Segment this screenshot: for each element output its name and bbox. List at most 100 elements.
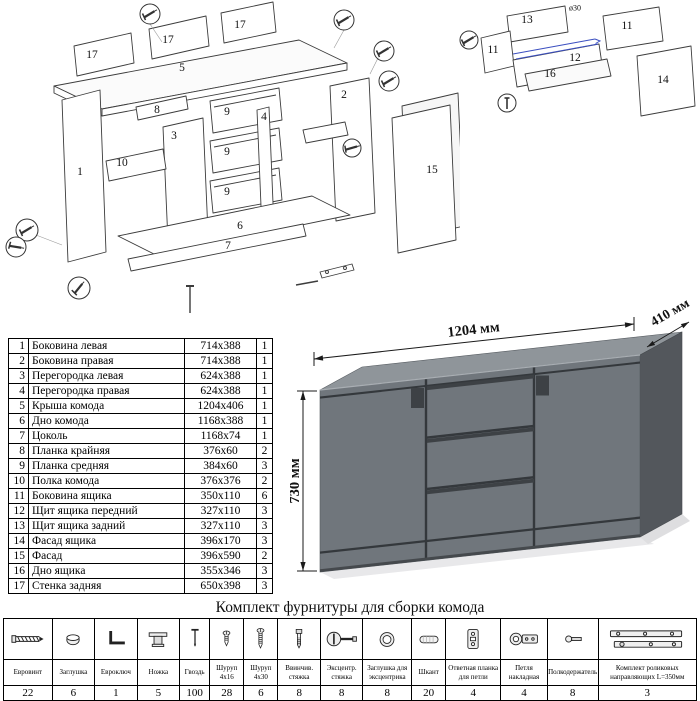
hardware-item-name: Шуруп 4x30 xyxy=(244,659,278,685)
plug-cap-icon xyxy=(53,619,94,659)
hardware-item-name: Комплект роликовых направляющих L=350мм xyxy=(598,659,696,685)
part-size: 350x110 xyxy=(184,488,257,504)
part-qty: 1 xyxy=(256,398,273,414)
exploded-parts xyxy=(53,1,465,313)
part-number: 13 xyxy=(8,518,29,534)
hardware-item-name: Ответная планка для петли xyxy=(446,659,501,685)
dresser-render-svg: 1204 мм 410 мм 730 мм xyxy=(287,295,692,579)
nail-icon xyxy=(180,619,209,659)
part-small-shelf xyxy=(302,121,349,144)
part-size: 355x346 xyxy=(184,563,257,579)
part-size: 624x388 xyxy=(184,383,257,399)
hardware-item-name: Ножка xyxy=(137,659,180,685)
part-size: 396x170 xyxy=(184,533,257,549)
part-number: 10 xyxy=(8,473,29,489)
main-exploded-view-svg xyxy=(5,1,465,313)
euro-screw-icon xyxy=(4,619,52,659)
part-name: Перегородка правая xyxy=(28,383,185,399)
hardware-item-qty: 100 xyxy=(180,685,210,700)
detail-fastener-bubbles xyxy=(459,30,517,113)
part-name: Щит ящика задний xyxy=(28,518,185,534)
hardware-item-qty: 28 xyxy=(210,685,244,700)
part-bottom-6 xyxy=(117,195,351,256)
hardware-item-name: Евроключ xyxy=(95,659,137,685)
part-name: Фасад ящика xyxy=(28,533,185,549)
part-qty: 3 xyxy=(256,518,273,534)
hardware-item-qty: 6 xyxy=(244,685,278,700)
hardware-item-qty: 8 xyxy=(278,685,320,700)
part-shelf-10 xyxy=(105,148,167,182)
part-number: 2 xyxy=(8,353,29,369)
part-qty: 3 xyxy=(256,578,273,594)
part-number: 8 xyxy=(8,443,29,459)
part-size: 376x376 xyxy=(184,473,257,489)
screw-4x16-icon xyxy=(210,619,243,659)
part-number: 7 xyxy=(8,428,29,444)
dimension-lines xyxy=(297,317,690,572)
part-drawer-9 xyxy=(209,87,283,134)
part-drawer-side-11 xyxy=(480,30,515,74)
screw-in-dowel-icon xyxy=(278,619,319,659)
plinth-shadow xyxy=(320,534,640,572)
eccentric-cam-icon xyxy=(321,619,362,659)
part-fasad-15 xyxy=(391,104,457,254)
part-name: Боковина правая xyxy=(28,353,185,369)
hardware-item-name: Ввинчив. стяжка xyxy=(278,659,320,685)
part-name: Крыша комода xyxy=(28,398,185,414)
part-back-panel-17 xyxy=(220,1,277,44)
dimension-arrows xyxy=(300,322,689,571)
part-mounting-bracket xyxy=(319,263,355,279)
part-plank-8 xyxy=(135,95,189,121)
part-qty: 1 xyxy=(256,413,273,429)
drawer-parts xyxy=(480,5,696,117)
part-name: Цоколь xyxy=(28,428,185,444)
product-dimensions-view: 1204 мм 410 мм 730 мм xyxy=(287,295,700,600)
part-number: 5 xyxy=(8,398,29,414)
part-size: 396x590 xyxy=(184,548,257,564)
part-number: 16 xyxy=(8,563,29,579)
part-qty: 2 xyxy=(256,443,273,459)
fastener-callout-bubbles xyxy=(5,3,400,300)
part-back-panel-17 xyxy=(148,15,210,60)
part-size: 714x388 xyxy=(184,338,257,354)
part-name: Планка крайняя xyxy=(28,443,185,459)
dim-height-label: 730 мм xyxy=(290,458,303,503)
part-size: 650x398 xyxy=(184,578,257,594)
hardware-kit-title: Комплект фурнитуры для сборки комода xyxy=(215,599,485,616)
part-size: 327x110 xyxy=(184,518,257,534)
hardware-item-name: Эксцентр. стяжка xyxy=(320,659,363,685)
part-qty: 1 xyxy=(256,383,273,399)
part-number: 14 xyxy=(8,533,29,549)
hardware-item-qty: 8 xyxy=(363,685,412,700)
drawer-guide-lines xyxy=(512,38,602,60)
hex-key-icon xyxy=(95,619,136,659)
part-name: Дно ящика xyxy=(28,563,185,579)
hardware-item-qty: 1 xyxy=(95,685,137,700)
part-qty: 3 xyxy=(256,503,273,519)
leader-lines xyxy=(35,23,379,246)
part-name: Боковина ящика xyxy=(28,488,185,504)
part-name: Полка комода xyxy=(28,473,185,489)
part-name: Боковина левая xyxy=(28,338,185,354)
part-number: 6 xyxy=(8,413,29,429)
